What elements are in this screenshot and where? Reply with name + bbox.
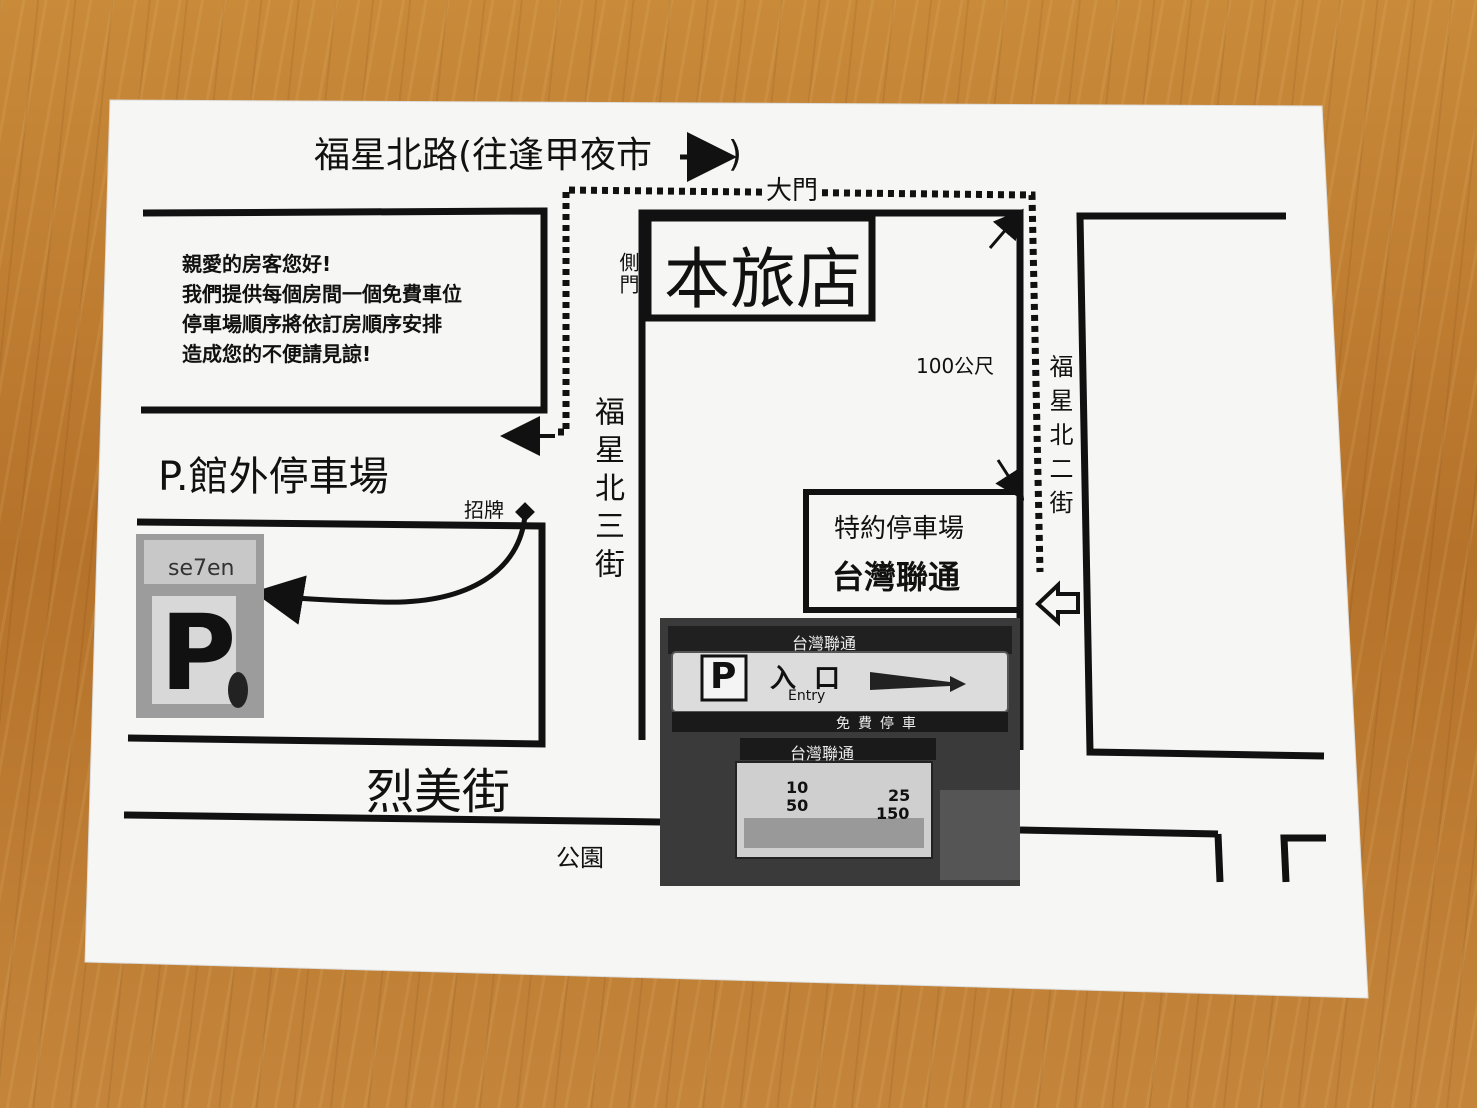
park-label: 公園 bbox=[556, 844, 604, 872]
notice-line-3: 停車場順序將依訂房順序安排 bbox=[182, 312, 442, 336]
partner-parking-line-2: 台灣聯通 bbox=[832, 558, 961, 596]
hotel-label: 本旅店 bbox=[664, 241, 862, 318]
seven-parking-logo bbox=[136, 534, 264, 718]
block-seven-parking bbox=[127, 518, 546, 748]
street-east-label: 福星北二街 bbox=[1045, 354, 1073, 524]
photo-price-2: 50 bbox=[786, 796, 809, 815]
top-road-close: ) bbox=[728, 134, 743, 175]
outside-parking-label: P.館外停車場 bbox=[158, 454, 389, 500]
top-road-label: 福星北路(往逢甲夜市 bbox=[314, 135, 653, 176]
seven-p-letter: P bbox=[160, 592, 237, 714]
photo-entrance: 入口 bbox=[770, 664, 859, 694]
street-west-label: 福星北三街 bbox=[589, 396, 624, 586]
photo-entry-en: Entry bbox=[788, 688, 826, 704]
road-bottom-line bbox=[123, 811, 661, 826]
photo-header: 台灣聯通 bbox=[792, 634, 857, 653]
parking-photo bbox=[660, 618, 1020, 886]
main-gate-label: 大門 bbox=[762, 170, 823, 207]
sign-marker bbox=[515, 502, 535, 522]
street-south-label: 烈美街 bbox=[366, 764, 511, 820]
arrow-hotel-corner bbox=[988, 208, 1024, 249]
photo-free-parking: 免費停車 bbox=[836, 716, 924, 732]
arrow-partner-corner bbox=[995, 459, 1025, 501]
hotel-box bbox=[644, 214, 876, 322]
sign-label: 招牌 bbox=[464, 498, 504, 522]
road-bottom-line-right bbox=[1019, 826, 1219, 838]
notice-line-1: 親愛的房客您好! bbox=[182, 252, 332, 276]
seven-brand: se7en bbox=[168, 556, 235, 581]
paper-sheet bbox=[84, 99, 1369, 999]
block-right bbox=[1076, 212, 1325, 760]
partner-parking-box bbox=[803, 489, 1023, 613]
photo-price-4: 150 bbox=[876, 804, 910, 823]
side-gate-label: 側門 bbox=[616, 252, 640, 296]
arrow-hollow-east bbox=[1035, 580, 1080, 627]
road-corner-right bbox=[1280, 834, 1326, 883]
photo-price-3: 25 bbox=[888, 786, 911, 805]
photo-p-letter: P bbox=[710, 656, 737, 697]
photo-header-2: 台灣聯通 bbox=[790, 744, 855, 763]
road-bottom-stub bbox=[1214, 833, 1224, 883]
partner-parking-line-1: 特約停車場 bbox=[834, 514, 965, 544]
distance-label: 100公尺 bbox=[916, 354, 995, 378]
route-dotted bbox=[558, 186, 1044, 573]
notice-line-2: 我們提供每個房間一個免費車位 bbox=[182, 282, 462, 306]
photo-price-1: 10 bbox=[786, 778, 809, 797]
block-notice bbox=[141, 207, 548, 414]
arrow-curved-to-seven bbox=[253, 514, 528, 625]
notice-line-4: 造成您的不便請見諒! bbox=[182, 342, 372, 366]
